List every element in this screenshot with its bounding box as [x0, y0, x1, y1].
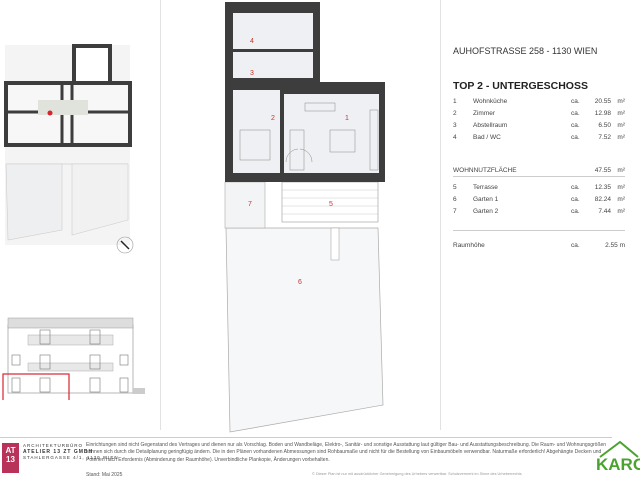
- firm-info: ARCHITEKTURBÜRO ATELIER 13 ZT GMBH STAHL…: [23, 443, 119, 460]
- room-label-3: 3: [250, 70, 254, 77]
- plan-date: Stand: Mai 2025: [86, 472, 123, 478]
- room-label-7: 7: [248, 201, 252, 208]
- location-marker: [47, 110, 53, 116]
- copyright-note: © Dieser Plan ist nur mit ausdrücklicher…: [312, 472, 522, 476]
- room-label-2: 2: [271, 115, 275, 122]
- room-label-6: 6: [298, 279, 302, 286]
- divider: [453, 230, 625, 231]
- disclaimer: Einrichtungen sind nicht Gegenstand des …: [86, 442, 607, 463]
- room-bad-wc: [233, 13, 313, 49]
- north-arrow-icon: [116, 236, 134, 254]
- room-label-5: 5: [329, 201, 333, 208]
- architect-logo: AT 13: [2, 443, 19, 473]
- address: AUHOFSTRASSE 258 - 1130 WIEN: [453, 46, 598, 56]
- room-zimmer: [233, 90, 280, 173]
- divider: [0, 437, 612, 438]
- room-label-1: 1: [345, 115, 349, 122]
- building-elevation: [2, 317, 145, 400]
- unit-title: TOP 2 - UNTERGESCHOSS: [453, 80, 588, 92]
- brand-logo: KARO: [596, 455, 640, 474]
- unit-highlight: [2, 373, 70, 400]
- site-plan: [4, 44, 134, 254]
- garden-1-area: [225, 227, 384, 433]
- garden-2-area: [224, 181, 266, 229]
- divider: [453, 176, 625, 177]
- divider: [160, 0, 161, 430]
- terrace-area: [281, 181, 379, 223]
- divider: [440, 0, 441, 430]
- room-wohnkueche: [284, 94, 379, 173]
- room-abstellraum: [233, 52, 313, 78]
- floor-plan: 4 3 2 1 5 7 6: [224, 2, 385, 433]
- room-label-4: 4: [250, 38, 254, 45]
- brand-roof-icon: [599, 440, 639, 458]
